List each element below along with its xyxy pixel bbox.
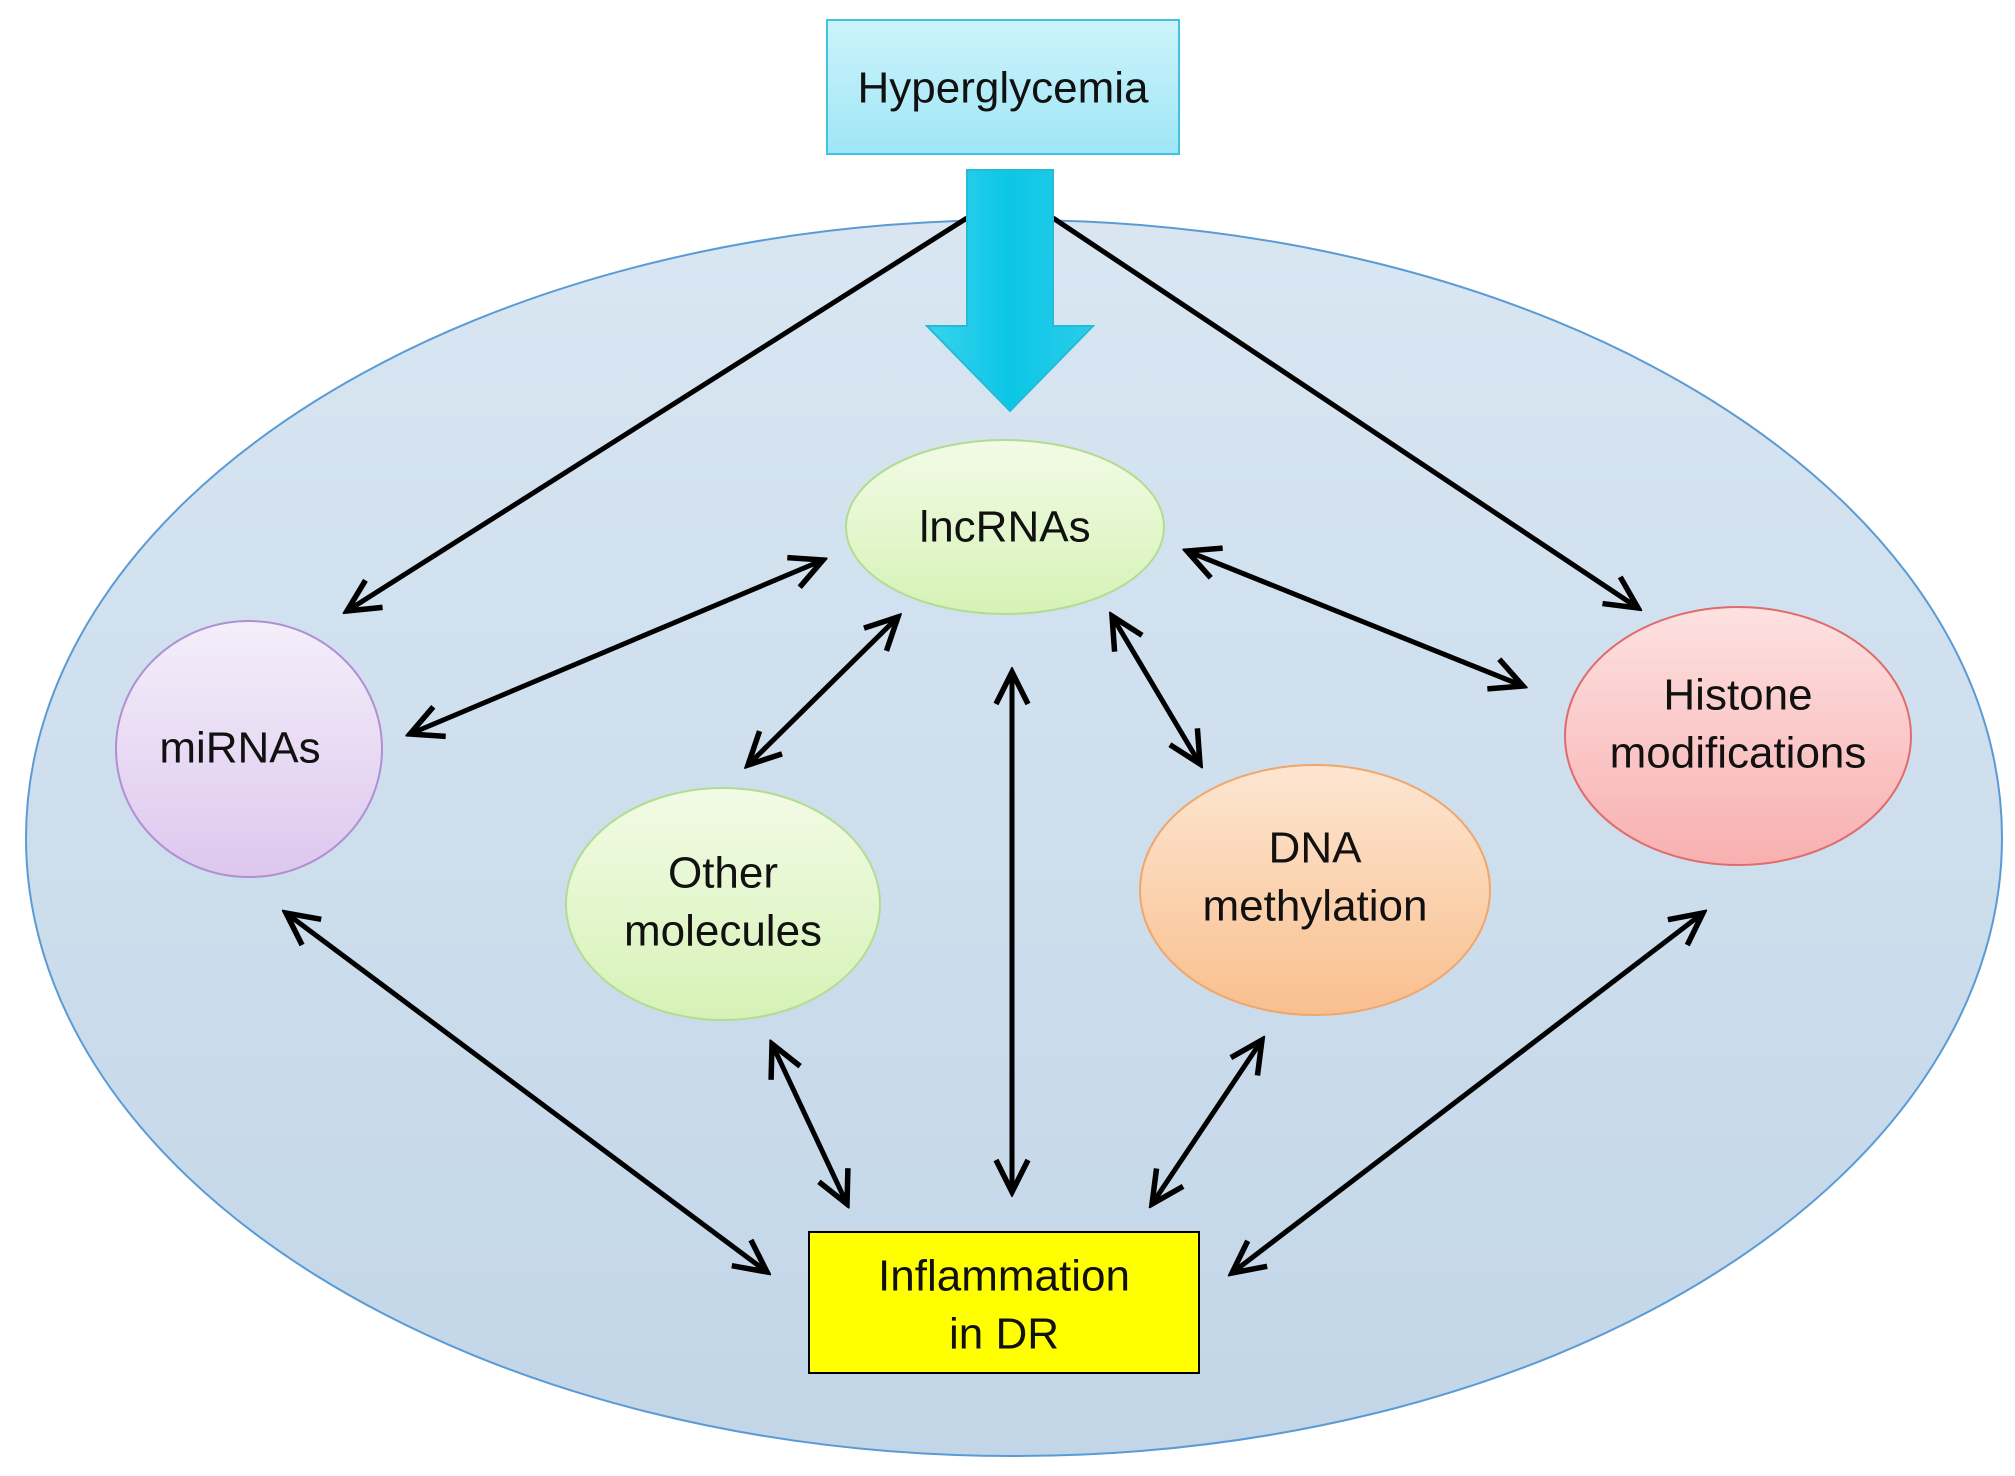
- edge-mirnas-inflammation: [286, 913, 767, 1272]
- edge-hyperglycemia-mirnas: [347, 215, 969, 611]
- mirnas-label: miRNAs: [159, 724, 320, 773]
- histone-modifications-label-line-1: Histone: [1663, 671, 1812, 720]
- histone-modifications-label-line-2: modifications: [1610, 729, 1867, 778]
- connector-arrows: [286, 215, 1703, 1273]
- inflammation-label-line-2: in DR: [949, 1310, 1059, 1359]
- other-molecules-label-line-1: Other: [668, 849, 778, 898]
- hyperglycemia-box: Hyperglycemia: [826, 19, 1180, 155]
- node-histone-modifications: Histone modifications: [1564, 606, 1912, 866]
- edge-lncrnas-mirnas: [410, 560, 823, 734]
- node-mirnas: miRNAs: [115, 620, 383, 878]
- edge-lncrnas-histone: [1187, 551, 1523, 686]
- edge-other-molecules-inflammation: [772, 1044, 847, 1204]
- inflammation-box: Inflammation in DR: [808, 1231, 1200, 1374]
- hyperglycemia-label: Hyperglycemia: [858, 64, 1150, 113]
- dna-methylation-label-line-2: methylation: [1202, 882, 1427, 931]
- edge-hyperglycemia-histone: [1051, 215, 1638, 608]
- thick-cyan-arrow: [924, 169, 1096, 413]
- lncrnas-label: lncRNAs: [919, 503, 1090, 552]
- node-dna-methylation: DNA methylation: [1139, 764, 1491, 1016]
- node-other-molecules: Other molecules: [565, 787, 881, 1021]
- other-molecules-label-line-2: molecules: [624, 907, 822, 956]
- dna-methylation-label-line-1: DNA: [1269, 824, 1363, 873]
- edge-histone-inflammation: [1232, 913, 1703, 1273]
- edge-lncrnas-dna-methylation: [1112, 616, 1200, 764]
- edge-lncrnas-other-molecules: [748, 617, 898, 765]
- node-lncrnas: lncRNAs: [845, 439, 1165, 615]
- inflammation-label-line-1: Inflammation: [878, 1252, 1130, 1301]
